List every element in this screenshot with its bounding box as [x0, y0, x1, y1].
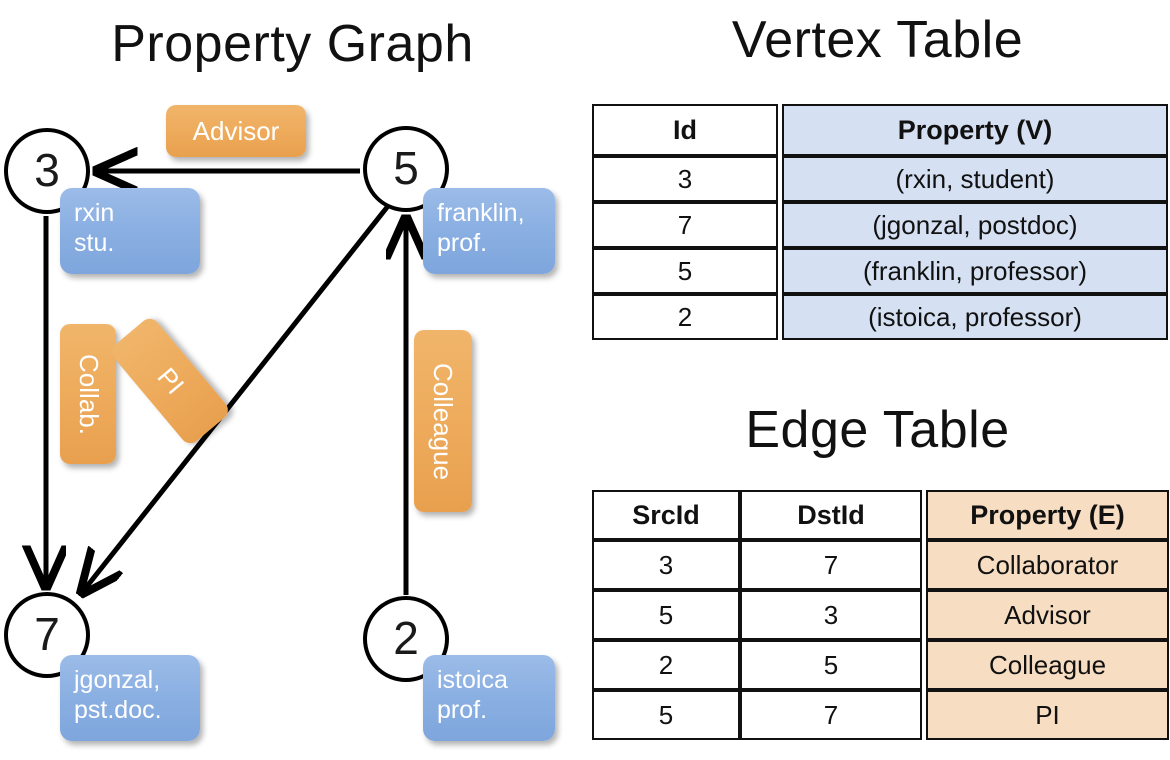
vertex-row-2-property: (franklin, professor)	[782, 248, 1168, 294]
edge-table-header-row: SrcId DstId Property (E)	[592, 490, 1169, 540]
edge-table-header-property: Property (E)	[926, 490, 1169, 540]
edge-table: SrcId DstId Property (E) 3 7 Collaborato…	[592, 490, 1169, 740]
edge-row-0-dst: 7	[740, 540, 922, 590]
vertex-row-2-id: 5	[592, 248, 778, 294]
edge-label-collab-text: Collab.	[73, 353, 104, 435]
edge-row-1-src: 5	[592, 590, 740, 640]
edge-label-advisor-text: Advisor	[192, 115, 280, 146]
edge-row-3-property: PI	[926, 690, 1169, 740]
page-title-edge-table: Edge Table	[745, 401, 1010, 459]
edge-row-2-property: Colleague	[926, 640, 1169, 690]
table-row[interactable]: 3 7 Collaborator	[592, 540, 1169, 590]
vertex-table-header-row: Id Property (V)	[592, 104, 1168, 156]
table-row[interactable]: 7 (jgonzal, postdoc)	[592, 202, 1168, 248]
edge-row-2-src: 2	[592, 640, 740, 690]
vertex-row-0-id: 3	[592, 156, 778, 202]
edge-row-3-dst: 7	[740, 690, 922, 740]
vertex-property-box-3: rxin stu.	[60, 188, 200, 274]
vertex-row-1-id: 7	[592, 202, 778, 248]
table-row[interactable]: 2 (istoica, professor)	[592, 294, 1168, 340]
table-row[interactable]: 5 7 PI	[592, 690, 1169, 740]
edge-table-column-gap	[922, 690, 926, 740]
edge-label-collab: Collab.	[60, 324, 116, 464]
vertex-table-header-property: Property (V)	[782, 104, 1168, 156]
vertex-property-box-3-line2: stu.	[74, 229, 115, 257]
vertex-table-column-gap	[778, 104, 782, 156]
edge-table-header-dstid: DstId	[740, 490, 922, 540]
vertex-property-box-5: franklin, prof.	[423, 188, 555, 274]
edge-5-to-7	[84, 204, 390, 590]
vertex-property-box-2-line2: prof.	[437, 696, 488, 724]
graph-edges-svg	[0, 0, 585, 760]
vertex-property-box-5-line1: franklin,	[437, 199, 525, 227]
vertex-table-column-gap	[778, 202, 782, 248]
graph-node-3-label: 3	[34, 144, 60, 196]
edge-label-advisor: Advisor	[166, 105, 306, 157]
vertex-row-3-id: 2	[592, 294, 778, 340]
edge-row-2-dst: 5	[740, 640, 922, 690]
vertex-table-column-gap	[778, 156, 782, 202]
vertex-table: Id Property (V) 3 (rxin, student) 7 (jgo…	[592, 104, 1168, 340]
graph-node-5[interactable]: 5	[363, 126, 449, 212]
edge-table-column-gap	[922, 490, 926, 540]
vertex-property-box-3-line1: rxin	[74, 199, 115, 227]
graph-node-2[interactable]: 2	[363, 596, 449, 682]
edge-row-0-property: Collaborator	[926, 540, 1169, 590]
edge-row-1-property: Advisor	[926, 590, 1169, 640]
vertex-property-box-5-line2: prof.	[437, 229, 488, 257]
vertex-row-1-property: (jgonzal, postdoc)	[782, 202, 1168, 248]
edge-row-0-src: 3	[592, 540, 740, 590]
table-row[interactable]: 5 (franklin, professor)	[592, 248, 1168, 294]
vertex-row-0-property: (rxin, student)	[782, 156, 1168, 202]
edge-label-pi-text: PI	[150, 361, 190, 400]
table-row[interactable]: 5 3 Advisor	[592, 590, 1169, 640]
edge-row-1-dst: 3	[740, 590, 922, 640]
vertex-property-box-7-line1: jgonzal,	[74, 666, 161, 694]
vertex-property-box-7: jgonzal, pst.doc.	[60, 655, 200, 741]
page-title-vertex-table: Vertex Table	[731, 11, 1024, 69]
edge-label-colleague: Colleague	[414, 330, 472, 512]
vertex-row-3-property: (istoica, professor)	[782, 294, 1168, 340]
vertex-table-column-gap	[778, 294, 782, 340]
vertex-table-column-gap	[778, 248, 782, 294]
edge-table-header-srcid: SrcId	[592, 490, 740, 540]
vertex-property-box-2: istoica prof.	[423, 655, 555, 741]
graph-node-5-label: 5	[393, 142, 419, 194]
page-title-property-graph: Property Graph	[111, 15, 474, 73]
table-row[interactable]: 3 (rxin, student)	[592, 156, 1168, 202]
edge-row-3-src: 5	[592, 690, 740, 740]
vertex-table-header-id: Id	[592, 104, 778, 156]
edge-label-colleague-text: Colleague	[428, 362, 459, 480]
vertex-property-box-2-line1: istoica	[437, 666, 508, 694]
edge-table-column-gap	[922, 540, 926, 590]
vertex-property-box-7-line2: pst.doc.	[74, 696, 162, 724]
graph-node-7-label: 7	[34, 608, 60, 660]
graph-node-2-label: 2	[393, 612, 419, 664]
edge-table-column-gap	[922, 640, 926, 690]
edge-table-column-gap	[922, 590, 926, 640]
table-row[interactable]: 2 5 Colleague	[592, 640, 1169, 690]
property-graph-diagram: 3 5 7 2 rxin stu. franklin, prof. jgonza…	[0, 0, 585, 760]
